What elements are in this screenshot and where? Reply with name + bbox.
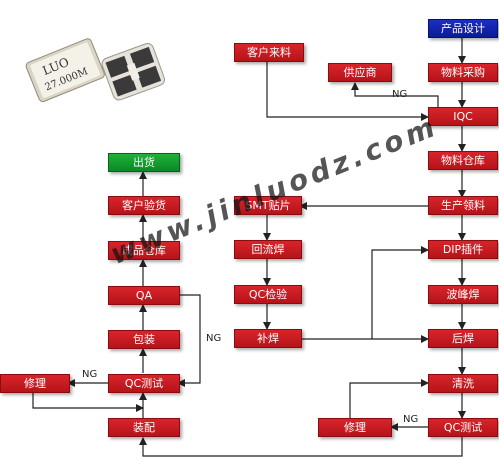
node-material-purchase: 物料采购 [428, 63, 498, 82]
ng-label-qc-left: NG [82, 369, 98, 380]
node-qc-inspect: QC检验 [234, 285, 302, 304]
node-customer-inspection: 客户验货 [108, 196, 180, 215]
node-packing: 包装 [108, 330, 180, 349]
node-qc-test-right: QC测试 [428, 418, 498, 437]
node-rework-left: 修理 [0, 374, 70, 393]
node-post-solder: 后焊 [428, 329, 498, 348]
arrow-repair-weld-to-dip [371, 246, 429, 339]
node-qa: QA [108, 286, 180, 305]
node-finished-warehouse: 成品仓库 [108, 241, 180, 260]
arrow-iqc-ng-to-supplier [351, 82, 439, 108]
node-dip: DIP插件 [428, 240, 498, 259]
node-material-warehouse: 物料仓库 [428, 151, 498, 170]
arrow-repair-to-qc-left [32, 393, 144, 412]
ng-label-qa: NG [206, 333, 222, 344]
ng-label-iqc: NG [392, 89, 408, 100]
node-supplier: 供应商 [328, 63, 392, 82]
node-smt: SMT贴片 [234, 196, 302, 215]
arrow-qa-ng-to-qc [177, 294, 201, 387]
node-qc-test-left: QC测试 [108, 374, 180, 393]
arrow-repair-to-clean [349, 379, 429, 418]
crystal-oscillator-image: LUO 27.000M [25, 38, 166, 103]
node-wave-solder: 波峰焊 [428, 285, 498, 304]
node-clean: 清洗 [428, 374, 498, 393]
node-iqc: IQC [428, 107, 498, 126]
node-product-design: 产品设计 [428, 19, 498, 38]
node-reflow: 回流焊 [234, 240, 302, 259]
node-shipment: 出货 [108, 153, 180, 172]
node-repair-weld: 补焊 [234, 329, 302, 348]
ng-label-qc-right: NG [403, 414, 419, 425]
node-customer-material: 客户来料 [234, 43, 304, 62]
node-rework-right: 修理 [318, 418, 392, 437]
node-assembly: 装配 [108, 418, 180, 437]
arrow-qc-to-assembly [139, 437, 463, 457]
arrow-customer-material-to-iqc [266, 60, 429, 121]
node-production-picking: 生产领料 [428, 196, 498, 215]
